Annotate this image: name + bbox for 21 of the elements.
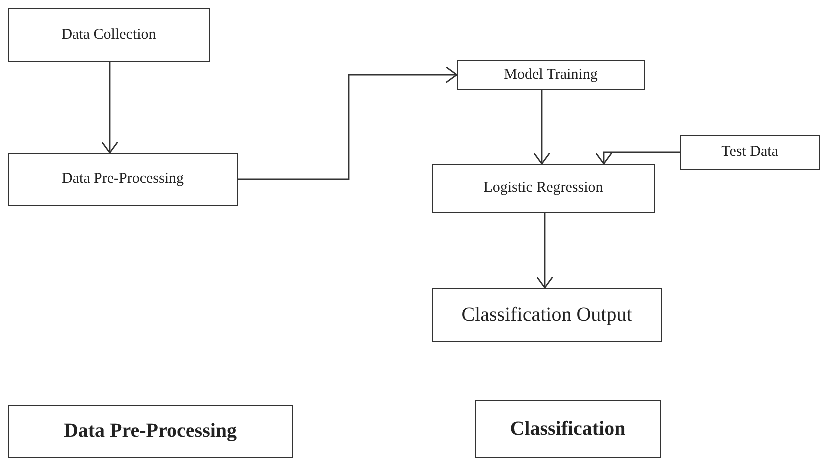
box-label: Data Collection: [62, 26, 156, 44]
arrow: [533, 90, 551, 165]
box-label: Classification: [510, 418, 626, 440]
arrow: [238, 66, 458, 180]
box-label: Classification Output: [462, 304, 632, 326]
process-box: [8, 405, 293, 458]
process-box: [475, 400, 661, 458]
box-label: Test Data: [722, 144, 778, 161]
process-box: [432, 164, 655, 213]
arrow: [536, 213, 554, 289]
box-label: Data Pre-Processing: [64, 420, 238, 443]
arrow: [595, 152, 680, 165]
box-label: Logistic Regression: [484, 180, 604, 197]
process-box: [8, 8, 210, 62]
process-box: [8, 153, 238, 206]
box-label: Data Pre-Processing: [62, 171, 184, 188]
process-box: [680, 135, 820, 170]
process-box: [432, 288, 662, 342]
process-box: [457, 60, 645, 90]
box-label: Model Training: [504, 66, 598, 84]
arrow: [101, 62, 119, 154]
